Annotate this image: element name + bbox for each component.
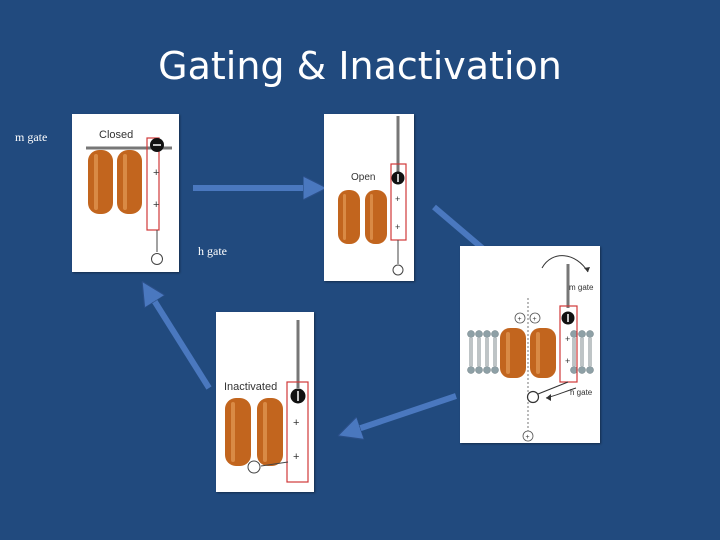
- m-gate-label: m gate: [15, 130, 48, 144]
- svg-text:+: +: [395, 194, 400, 204]
- svg-text:+: +: [565, 356, 570, 366]
- state-label: Open: [351, 172, 375, 183]
- h-gate-label: h gate: [198, 244, 227, 258]
- channel-subunit: [365, 190, 387, 244]
- svg-text:+: +: [518, 316, 522, 323]
- state-label: Closed: [99, 129, 133, 141]
- state-label: Inactivated: [224, 381, 277, 393]
- open-state-panel: + + Open: [324, 114, 414, 281]
- membrane-bilayer: [467, 330, 594, 374]
- gate-box: [146, 137, 160, 231]
- h-gate-ball: [526, 390, 540, 404]
- svg-text:+: +: [293, 451, 299, 463]
- inactivated-state-panel: + + Inactivated: [216, 312, 314, 492]
- closed-state-panel: + + Closed: [72, 114, 179, 272]
- channel-subunit: [88, 150, 113, 214]
- svg-text:+: +: [565, 334, 570, 344]
- arrow-inactivated-to-closed: [150, 294, 212, 390]
- h-gate-ball: [247, 460, 261, 474]
- gate-box: [559, 305, 578, 383]
- m-gate-label: m gate: [569, 283, 594, 292]
- svg-text:+: +: [526, 434, 530, 441]
- svg-text:+: +: [153, 167, 159, 179]
- channel-subunit: [500, 328, 526, 378]
- channel-subunit: [530, 328, 556, 378]
- h-gate-ball: [392, 264, 404, 276]
- gate-box: [286, 381, 309, 483]
- arrow-membrane-to-inactivated: [352, 393, 457, 431]
- h-gate-label: h gate: [570, 388, 593, 397]
- h-gate-ball: [151, 253, 163, 265]
- svg-text:+: +: [395, 222, 400, 232]
- channel-subunit: [225, 398, 251, 466]
- channel-subunit: [117, 150, 142, 214]
- channel-subunit: [338, 190, 360, 244]
- channel-subunit: [257, 398, 283, 466]
- membrane-detail-panel: + + + + + m gate h gate: [460, 246, 600, 443]
- svg-text:+: +: [293, 417, 299, 429]
- svg-text:+: +: [153, 199, 159, 211]
- slide-title: Gating & Inactivation: [158, 44, 562, 88]
- svg-text:+: +: [533, 316, 537, 323]
